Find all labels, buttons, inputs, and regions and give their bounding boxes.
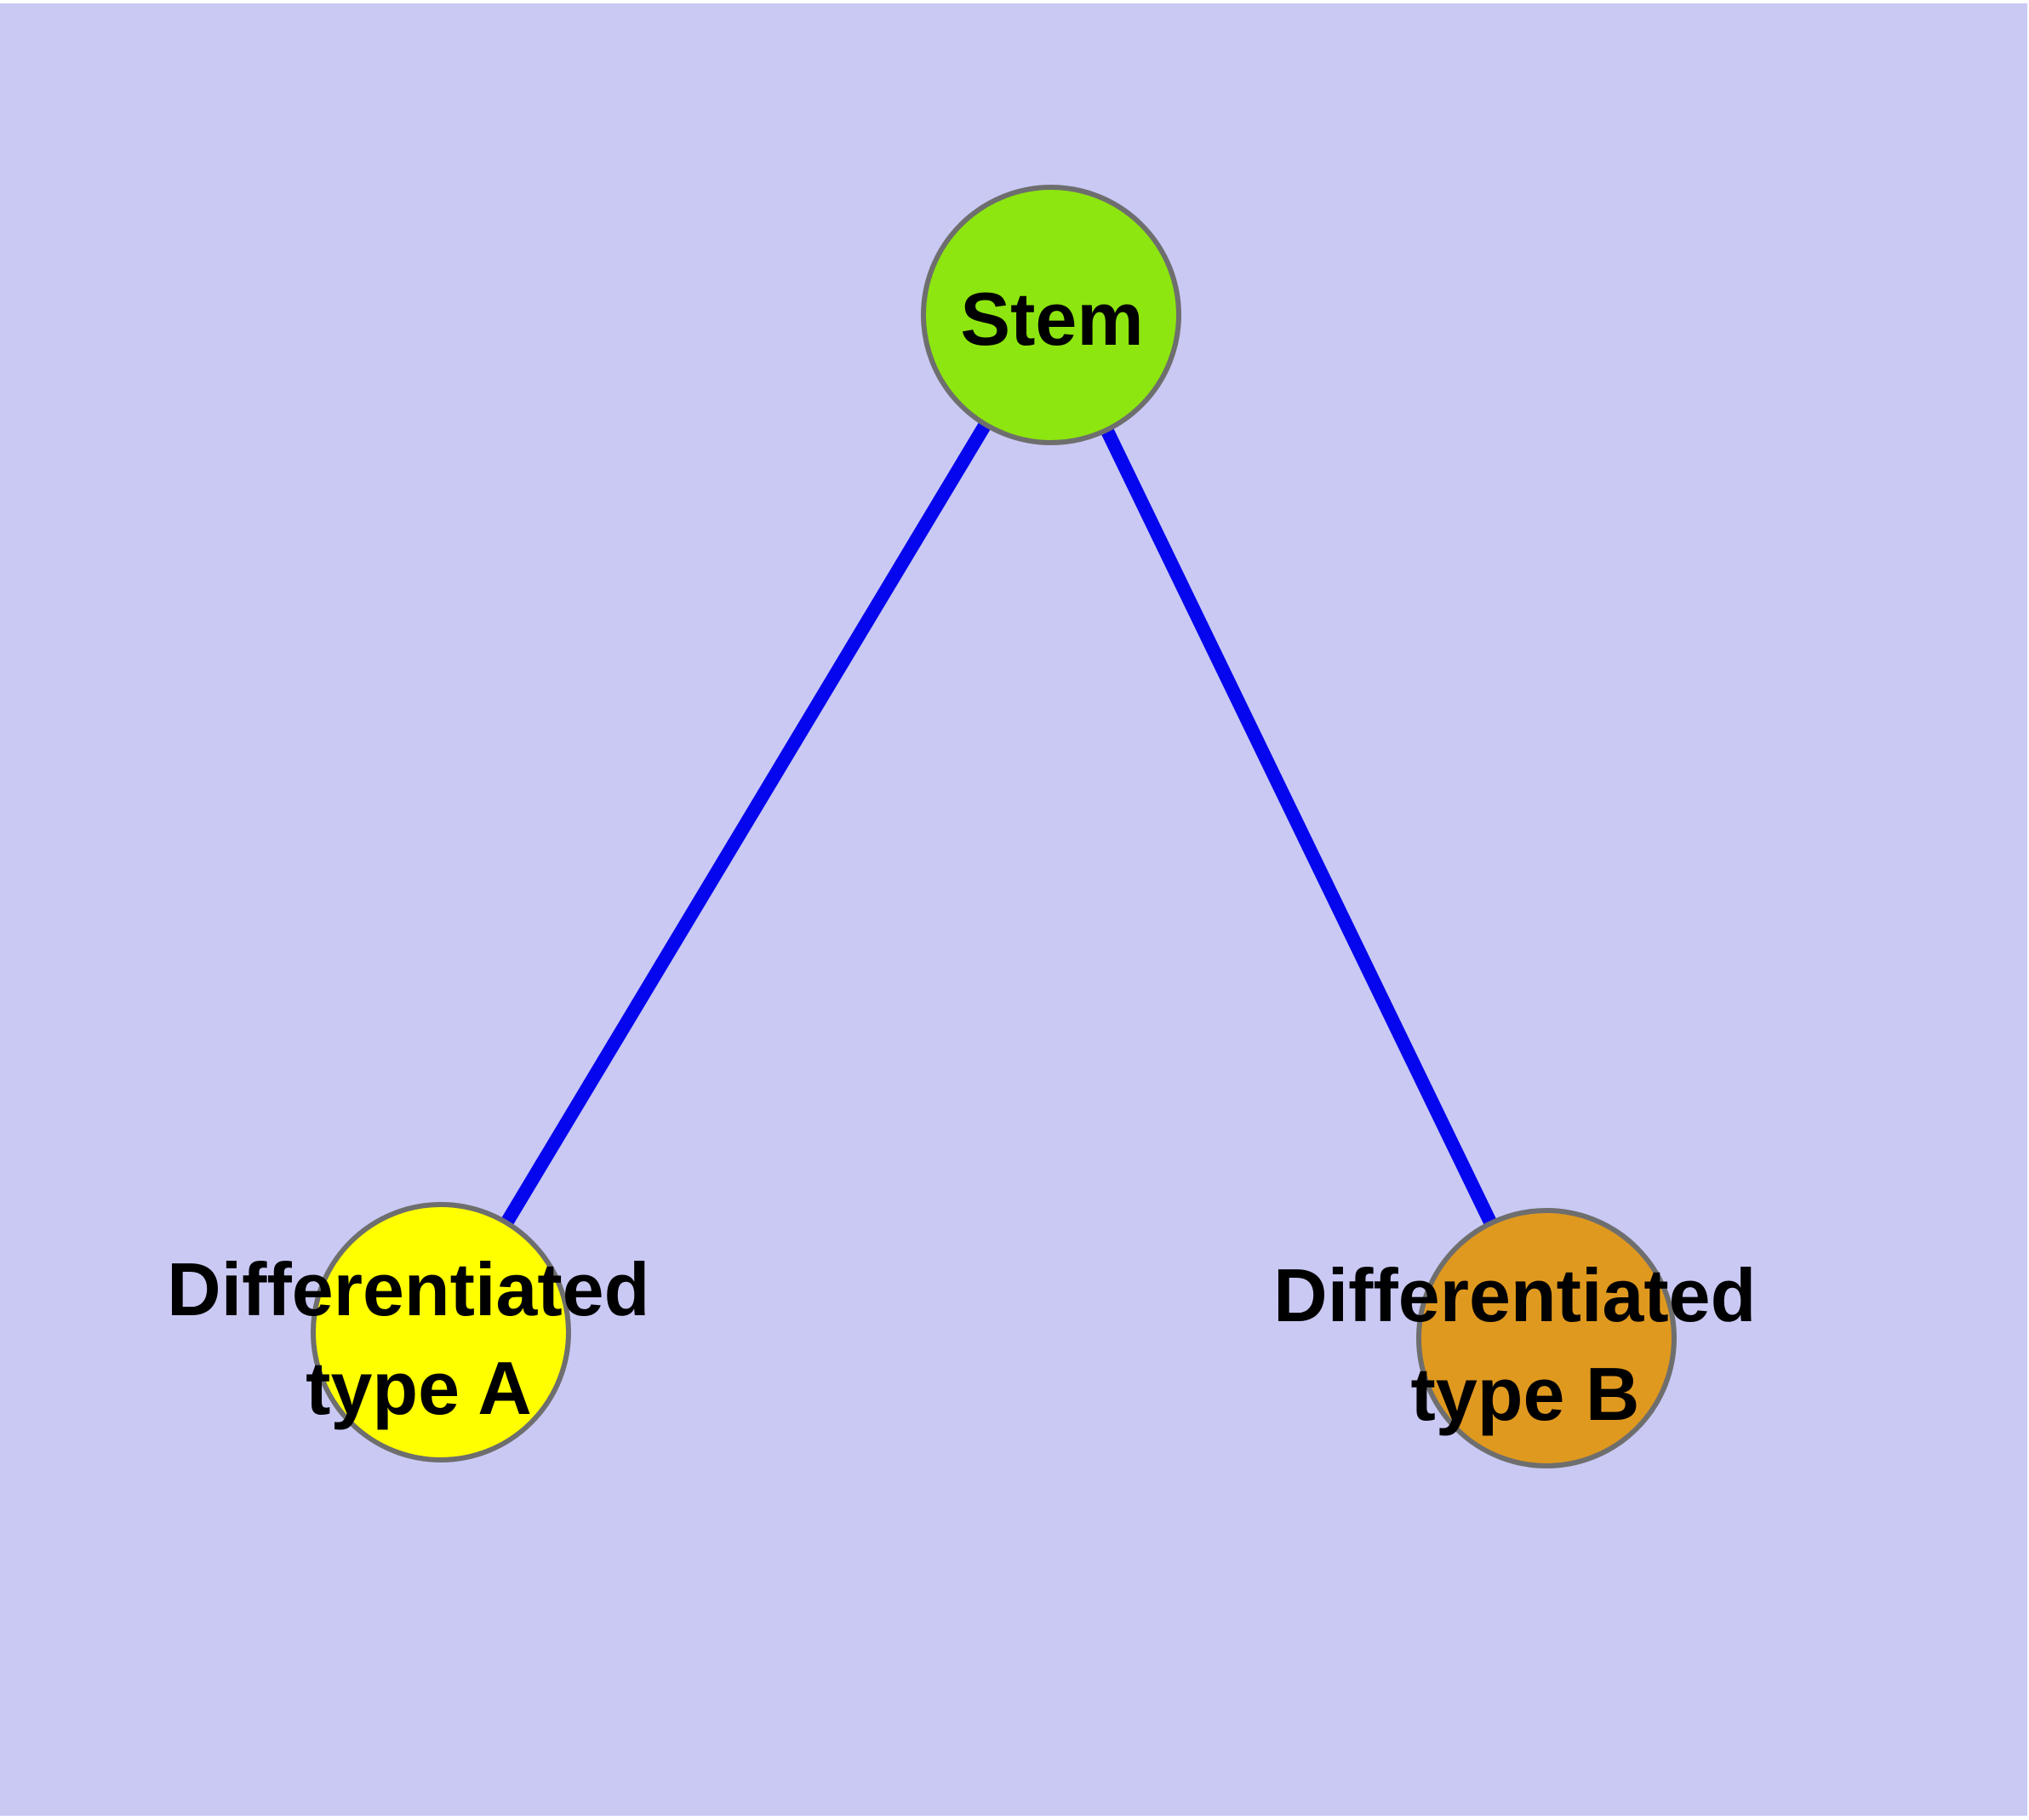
node-differentiated-type-b	[1416, 1208, 1677, 1468]
node-label-differentiated-type-a: Differentiated type A	[167, 1247, 671, 1430]
node-label-differentiated-type-b: Differentiated type B	[1273, 1253, 1777, 1436]
node-stem	[921, 185, 1181, 445]
node-label-type-b-line2: type B	[1411, 1352, 1640, 1436]
node-label-type-a-line2: type A	[306, 1346, 532, 1430]
node-differentiated-type-a	[311, 1202, 571, 1462]
node-label-type-a-line1: Differentiated	[167, 1247, 649, 1331]
node-label-type-b-line1: Differentiated	[1273, 1253, 1756, 1337]
node-label-stem: Stem	[960, 277, 1143, 361]
edge-stem-to-type-b	[1044, 312, 1553, 1342]
edge-stem-to-type-a	[435, 311, 1057, 1336]
